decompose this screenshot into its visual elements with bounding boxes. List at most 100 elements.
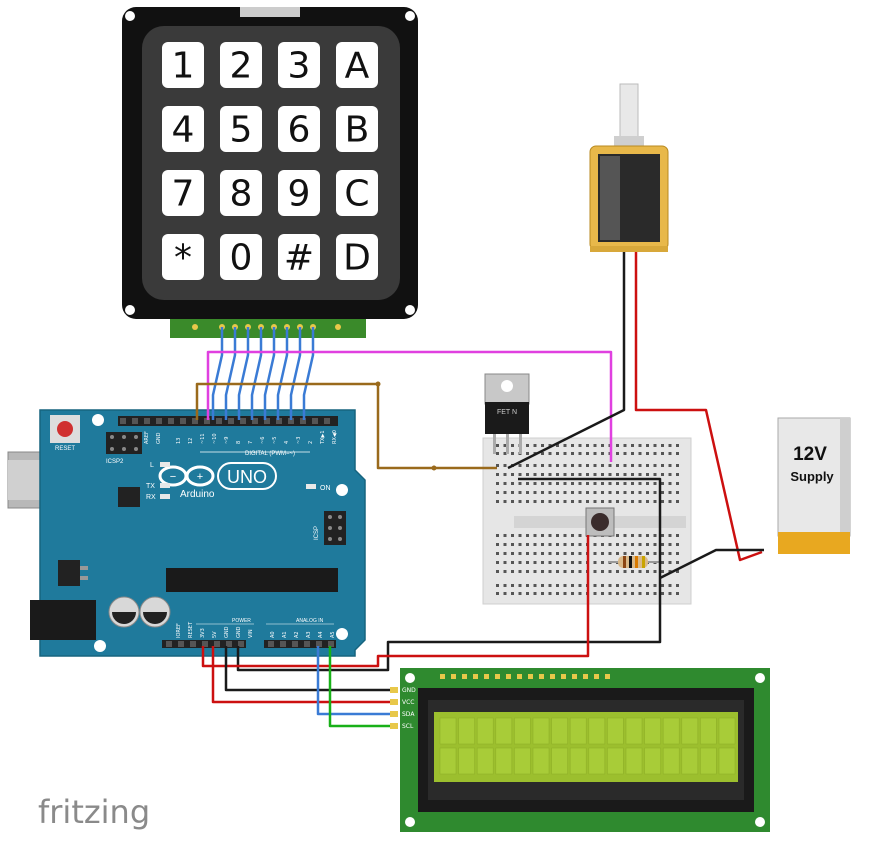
keypad-key-label: 1 <box>172 46 195 87</box>
wire-bb-red <box>201 535 590 668</box>
lcd-pin-label: SCL <box>402 723 414 730</box>
arduino-pcb <box>39 409 366 657</box>
keypad-key-label: # <box>284 238 314 279</box>
keypad-key[interactable]: # <box>278 234 320 280</box>
wire-lcd-sda <box>316 646 390 716</box>
keypad-screw-bl <box>125 305 135 315</box>
keypad-key-label: * <box>174 238 192 279</box>
wire-solenoid-black <box>507 252 626 470</box>
keypad-key-label: D <box>343 238 371 279</box>
digital-pin-label: RX◀0 <box>332 430 338 444</box>
power-pin-label: VIN <box>248 629 254 638</box>
power-pin-label: GND <box>236 626 242 638</box>
keypad-key[interactable]: 4 <box>162 106 204 152</box>
on-label: ON <box>320 485 331 492</box>
power-jack <box>30 600 96 640</box>
fritzing-logo: fritzing <box>38 793 150 831</box>
keypad-key[interactable]: 7 <box>162 170 204 216</box>
wire-bb-black-1 <box>518 477 662 578</box>
keypad-screw-tr <box>405 11 415 21</box>
keypad-key-label: 0 <box>230 238 253 279</box>
wire-keypad-6 <box>276 327 289 420</box>
battery-voltage: 12V <box>793 444 827 465</box>
fet-transistor: FET N <box>484 373 530 454</box>
digital-pin-label: 12 <box>188 438 194 444</box>
regulator <box>58 560 80 586</box>
keypad-key[interactable]: D <box>336 234 378 280</box>
keypad-key-label: 3 <box>288 46 311 87</box>
digital-pin-label: ~6 <box>260 437 266 444</box>
wire-solenoid-red <box>634 252 763 562</box>
digital-pin-label: 2 <box>308 441 314 444</box>
wire-keypad-7 <box>289 327 302 420</box>
power-label: POWER <box>232 618 251 624</box>
power-pin-label: IOREF <box>176 623 182 638</box>
analog-pin-label: A1 <box>282 631 288 638</box>
keypad-key-label: 6 <box>288 110 311 151</box>
lcd-pin-label: SDA <box>402 711 415 718</box>
digital-pin-label: ~9 <box>224 437 230 444</box>
push-button <box>585 507 615 537</box>
svg-text:+: + <box>197 471 203 483</box>
analog-pin-label: A3 <box>306 631 312 638</box>
analog-pin-label: A0 <box>270 631 276 638</box>
digital-pin-label: 4 <box>284 441 290 444</box>
keypad-top-notch <box>240 7 300 17</box>
digital-pin-label: 13 <box>176 438 182 444</box>
svg-text:−: − <box>170 471 176 483</box>
keypad-key[interactable]: C <box>336 170 378 216</box>
icsp2-header <box>106 432 142 454</box>
keypad-key-label: 9 <box>288 174 311 215</box>
lcd-pin-label: GND <box>402 687 416 694</box>
keypad-key[interactable]: 8 <box>220 170 262 216</box>
keypad-screw-br <box>405 305 415 315</box>
analog-pin-label: A2 <box>294 631 300 638</box>
fet-label: FET N <box>497 409 517 416</box>
analog-pin-label: A4 <box>318 631 324 638</box>
keypad-key[interactable]: B <box>336 106 378 152</box>
keypad-key[interactable]: 6 <box>278 106 320 152</box>
keypad-screw-tl <box>125 11 135 21</box>
keypad-key[interactable]: 1 <box>162 42 204 88</box>
l-label: L <box>150 462 154 469</box>
arduino-logo: − + UNO Arduino <box>158 462 277 500</box>
keypad-key-label: 4 <box>172 110 195 151</box>
solenoid <box>589 83 669 252</box>
keypad-key[interactable]: * <box>162 234 204 280</box>
usb-chip <box>118 487 140 507</box>
analog-label: ANALOG IN <box>296 618 324 624</box>
power-pin-label: GND <box>224 626 230 638</box>
battery-12v: 12V Supply <box>777 417 851 554</box>
wire-keypad-5 <box>263 327 276 420</box>
keypad-key-label: 7 <box>172 174 195 215</box>
arduino-wordmark: Arduino <box>180 489 215 500</box>
keypad-key[interactable]: 2 <box>220 42 262 88</box>
keypad-face <box>142 26 400 300</box>
wire-keypad-8 <box>302 327 315 420</box>
wire-lcd-gnd <box>224 646 390 692</box>
power-pin-label: 3V3 <box>200 628 206 638</box>
icsp-label: ICSP <box>314 526 320 540</box>
lcd-pin-label: VCC <box>402 699 414 706</box>
keypad-key[interactable]: A <box>336 42 378 88</box>
tx-label: TX <box>146 483 155 490</box>
battery-label: Supply <box>790 469 834 484</box>
digital-pin-label: ~5 <box>272 437 278 444</box>
wires <box>195 252 764 728</box>
wire-lcd-scl <box>328 646 390 728</box>
wire-magenta <box>206 350 613 462</box>
keypad-key[interactable]: 0 <box>220 234 262 280</box>
analog-header <box>264 640 336 648</box>
rx-label: RX <box>146 494 156 501</box>
keypad-key-label: 5 <box>230 110 253 151</box>
keypad-key-label: 2 <box>230 46 253 87</box>
keypad-key[interactable]: 3 <box>278 42 320 88</box>
icsp2-label: ICSP2 <box>106 459 124 465</box>
keypad-key-label: A <box>345 46 370 87</box>
keypad-key[interactable]: 5 <box>220 106 262 152</box>
digital-pin-label: ~3 <box>296 437 302 444</box>
keypad-connector <box>170 316 366 338</box>
keypad-key[interactable]: 9 <box>278 170 320 216</box>
